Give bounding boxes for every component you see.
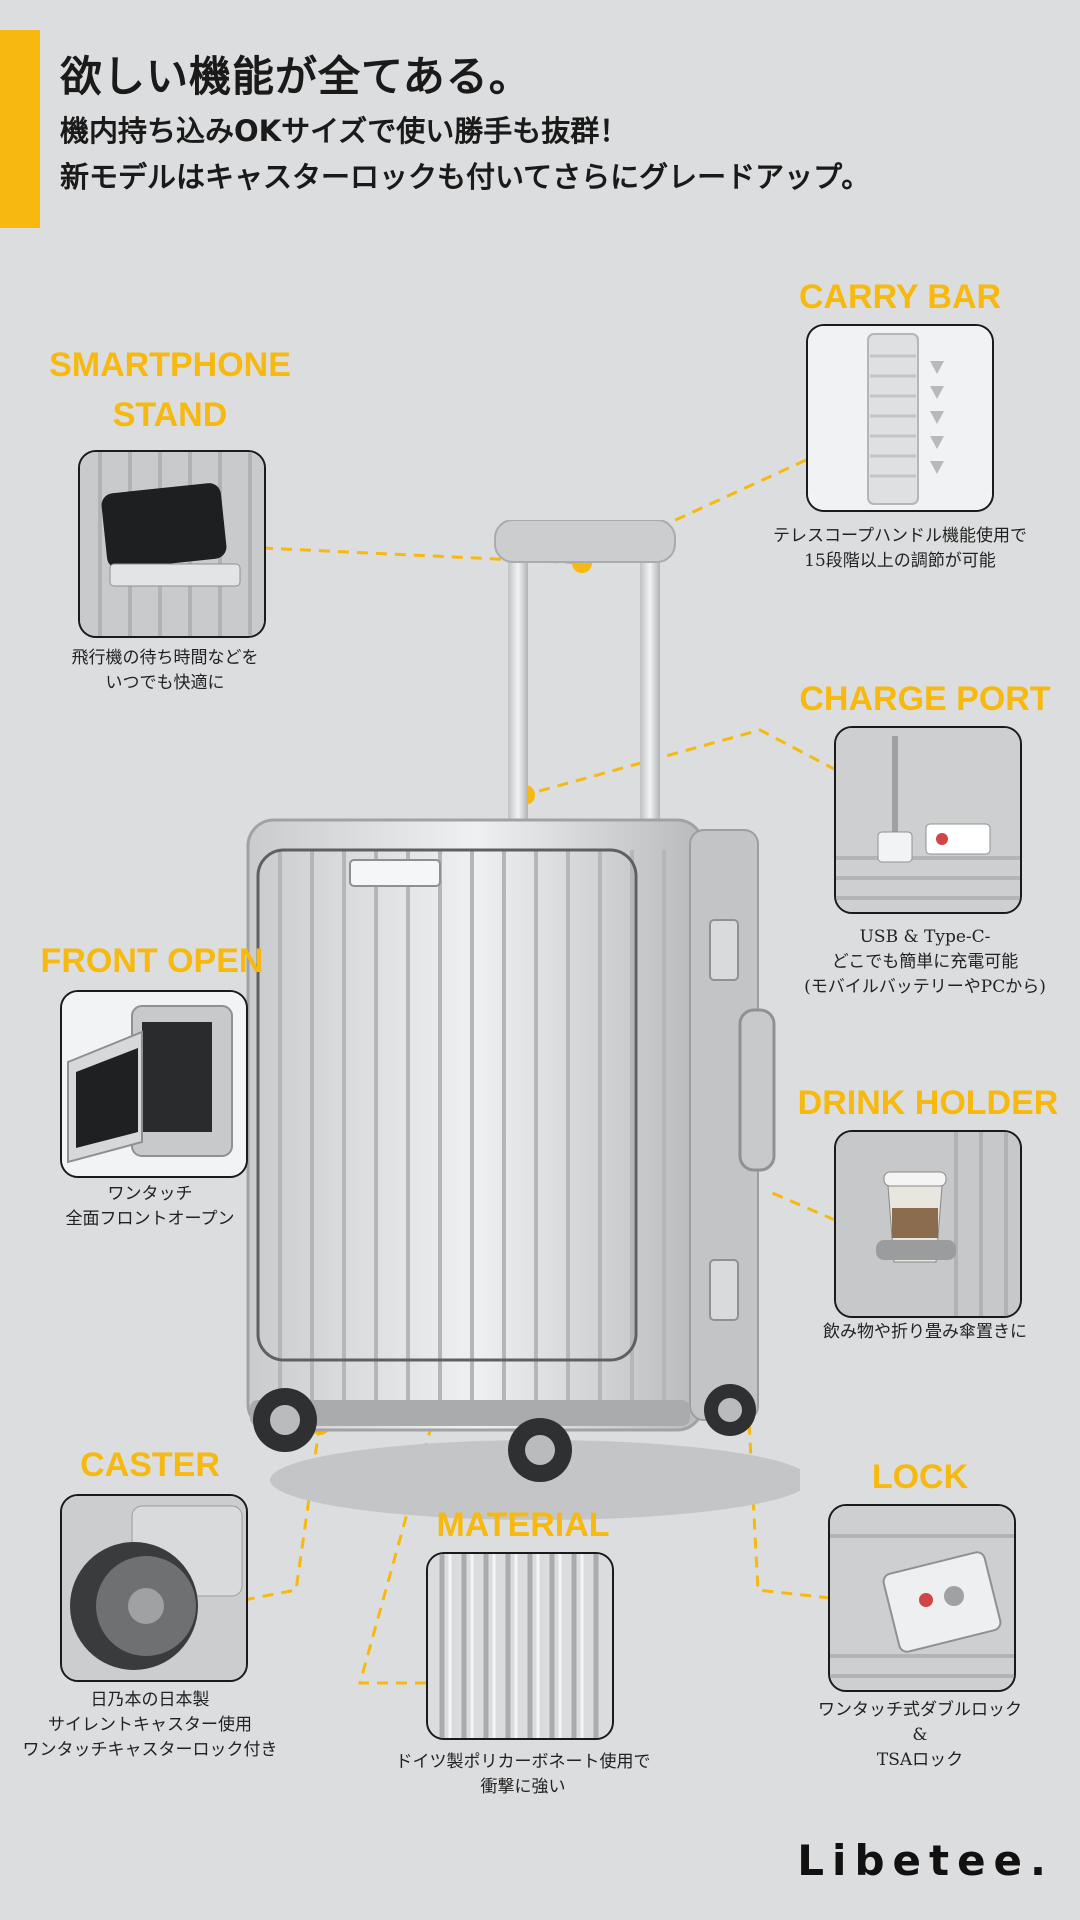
- caption-caster: 日乃本の日本製 サイレントキャスター使用 ワンタッチキャスターロック付き: [22, 1690, 278, 1760]
- caster-image: [60, 1494, 248, 1682]
- smartphone-stand-image: [78, 450, 266, 638]
- arrow-down-icon: [930, 361, 944, 474]
- feature-title-carry-bar: CARRY BAR: [798, 278, 1002, 316]
- caption-carry-bar: テレスコープハンドル機能使用で 15段階以上の調節が可能: [773, 526, 1027, 571]
- feature-title-material: MATERIAL: [436, 1506, 610, 1544]
- feature-title-lock: LOCK: [871, 1458, 969, 1496]
- suitcase-image: [246, 520, 800, 1520]
- carry-bar-image: [806, 324, 994, 512]
- headline-line-1: 欲しい機能が全てある。: [60, 52, 532, 101]
- charge-port-image: [834, 726, 1022, 914]
- brand-logo: Libetee.: [797, 1836, 1054, 1885]
- lock-image: [828, 1504, 1016, 1692]
- caption-smartphone-stand: 飛行機の待ち時間などを いつでも快適に: [71, 648, 259, 693]
- caption-drink-holder: 飲み物や折り畳み傘置きに: [823, 1322, 1027, 1342]
- caption-material: ドイツ製ポリカーボネート使用で 衝撃に強い: [395, 1752, 651, 1797]
- drink-holder-image: [834, 1130, 1022, 1318]
- feature-title-drink-holder: DRINK HOLDER: [797, 1084, 1059, 1122]
- headline-line-3: 新モデルはキャスターロックも付いてさらにグレードアップ。: [60, 160, 871, 194]
- page-headline: 欲しい機能が全てある。 機内持ち込みOKサイズで使い勝手も抜群！ 新モデルはキャ…: [60, 46, 870, 200]
- feature-title-caster: CASTER: [80, 1446, 220, 1484]
- caption-front-open: ワンタッチ 全面フロントオープン: [65, 1184, 235, 1229]
- feature-title-smartphone-stand: SMARTPHONE STAND: [49, 346, 291, 434]
- accent-bar: [0, 30, 40, 228]
- caption-lock: ワンタッチ式ダブルロック & TSAロック: [818, 1700, 1022, 1770]
- front-open-image: [60, 990, 248, 1178]
- headline-line-2: 機内持ち込みOKサイズで使い勝手も抜群！: [60, 114, 629, 148]
- material-image: [426, 1552, 614, 1740]
- feature-title-front-open: FRONT OPEN: [40, 942, 264, 980]
- caption-charge-port: USB & Type-C- どこでも簡単に充電可能 (モバイルバッテリーやPCか…: [804, 927, 1046, 997]
- feature-title-charge-port: CHARGE PORT: [799, 680, 1051, 718]
